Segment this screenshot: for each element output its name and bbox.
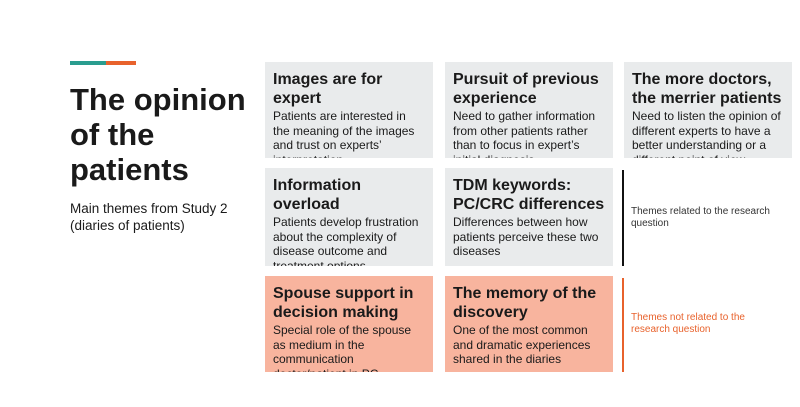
theme-card-information-overload: Information overload Patients develop fr…	[265, 168, 433, 266]
slide-title: The opinion of the patients	[70, 82, 246, 187]
theme-card-images-for-expert: Images are for expert Patients are inter…	[265, 62, 433, 158]
legend-line-related	[622, 170, 624, 266]
theme-title: Images are for expert	[273, 71, 383, 107]
theme-title: Spouse support in decision making	[273, 285, 414, 321]
slide-subtitle: Main themes from Study 2 (diaries of pat…	[70, 201, 228, 233]
theme-description: One of the most common and dramatic expe…	[453, 323, 591, 366]
legend-not-related-label: Themes not related to the research quest…	[631, 312, 745, 335]
theme-card-spouse-support: Spouse support in decision making Specia…	[265, 276, 433, 372]
theme-title: The more doctors, the merrier patients	[632, 71, 782, 107]
theme-description: Special role of the spouse as medium in …	[273, 323, 412, 372]
theme-title: Information overload	[273, 177, 361, 213]
theme-card-memory-of-discovery: The memory of the discovery One of the m…	[445, 276, 613, 372]
theme-description: Differences between how patients perceiv…	[453, 215, 599, 258]
legend-line-not-related	[622, 278, 624, 372]
theme-title: Pursuit of previous experience	[453, 71, 599, 107]
legend-related-label: Themes related to the research question	[631, 206, 770, 229]
theme-title: TDM keywords: PC/CRC differences	[453, 177, 605, 213]
theme-card-previous-experience: Pursuit of previous experience Need to g…	[445, 62, 613, 158]
theme-description: Need to listen the opinion of different …	[632, 109, 781, 158]
accent-bar-orange	[106, 61, 136, 65]
theme-description: Patients are interested in the meaning o…	[273, 109, 415, 158]
theme-description: Patients develop frustration about the c…	[273, 215, 419, 266]
accent-bar-teal	[70, 61, 106, 65]
theme-title: The memory of the discovery	[453, 285, 597, 321]
theme-card-more-doctors: The more doctors, the merrier patients N…	[624, 62, 792, 158]
theme-description: Need to gather information from other pa…	[453, 109, 596, 158]
theme-card-tdm-keywords: TDM keywords: PC/CRC differences Differe…	[445, 168, 613, 266]
